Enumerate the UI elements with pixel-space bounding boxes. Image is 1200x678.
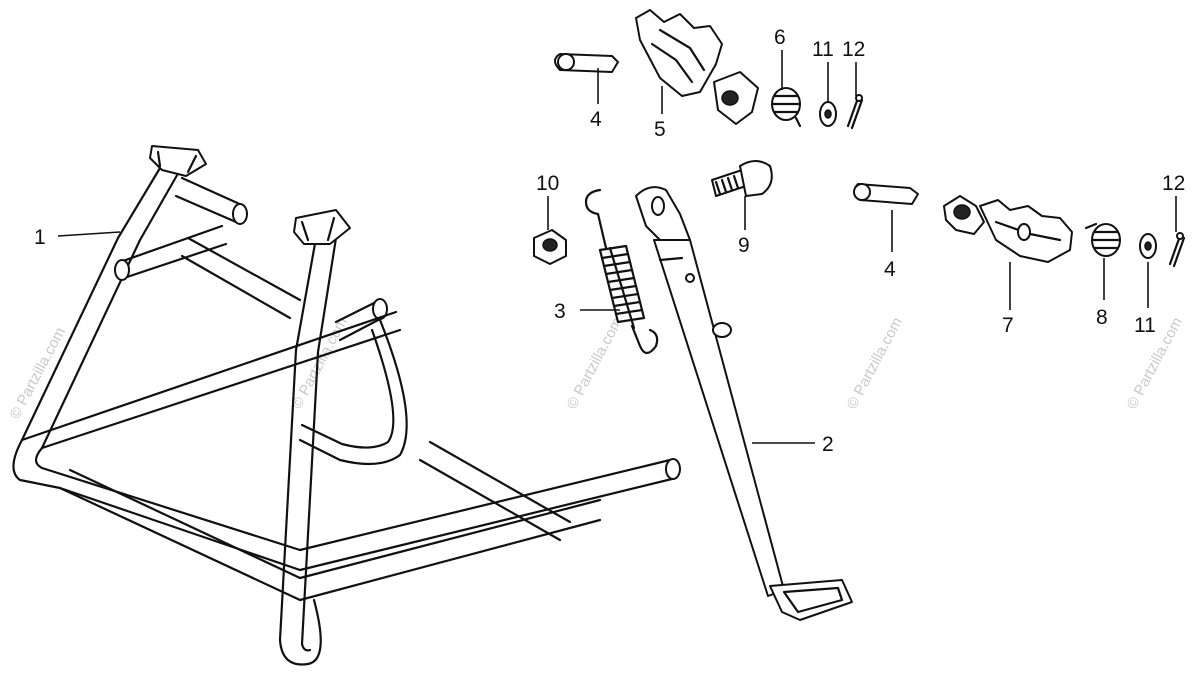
callout-7: 7 [1002, 314, 1014, 337]
callout-8: 8 [1096, 306, 1108, 329]
footpeg-return-spring [770, 87, 802, 128]
callout-6: 6 [774, 26, 786, 49]
watermark-text: © Partzilla.com [564, 315, 626, 412]
callouts: 1 2 3 4 5 6 11 12 10 9 4 7 8 11 12 [34, 26, 1185, 456]
cotter-pin [846, 94, 864, 130]
side-stand [635, 186, 853, 621]
footpeg-pin [554, 53, 619, 73]
pivot-bolt [711, 160, 773, 197]
washer [1139, 233, 1157, 259]
callout-12b: 12 [1162, 172, 1185, 195]
callout-5: 5 [654, 118, 666, 141]
footpeg-return-spring [1084, 222, 1122, 257]
callout-4b: 4 [884, 258, 896, 281]
callout-11a: 11 [812, 38, 834, 61]
main-stand [12, 145, 681, 666]
callout-9: 9 [738, 234, 750, 257]
footpeg-pin [853, 183, 919, 205]
watermark-text: © Partzilla.com [844, 315, 906, 412]
callout-2: 2 [822, 433, 834, 456]
callout-10: 10 [536, 172, 559, 195]
leader-lines [57, 50, 1177, 444]
cotter-pin [1168, 232, 1186, 268]
right-footpeg [635, 9, 759, 125]
callout-4a: 4 [590, 108, 602, 131]
left-footpeg [943, 195, 1073, 263]
callout-1: 1 [34, 226, 46, 249]
callout-11b: 11 [1134, 314, 1156, 337]
callout-3: 3 [554, 300, 566, 323]
washer [819, 101, 837, 127]
nut [533, 229, 567, 265]
callout-12a: 12 [842, 38, 865, 61]
